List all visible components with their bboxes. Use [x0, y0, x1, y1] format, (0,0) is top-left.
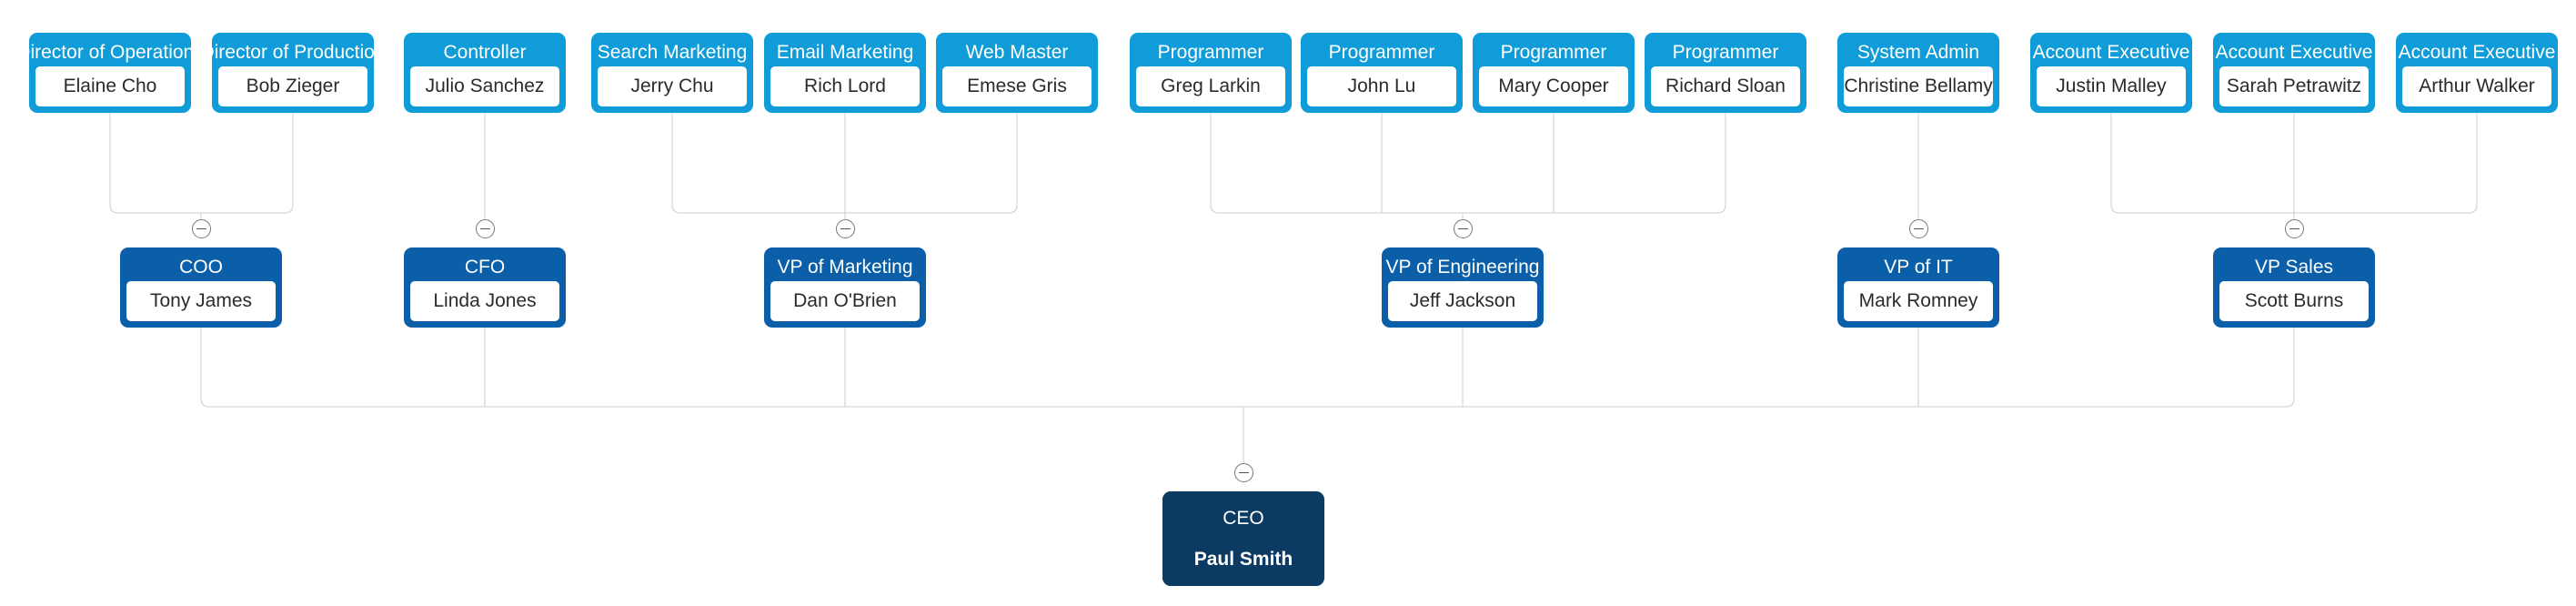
org-node-person: Tony James	[126, 281, 276, 321]
org-node-person: Greg Larkin	[1136, 66, 1285, 106]
connector-line	[109, 113, 119, 214]
connector-line	[1716, 113, 1726, 214]
connector-line	[2110, 113, 2120, 214]
org-node-title: Account Executive	[2215, 42, 2373, 64]
collapse-minus-icon-vp_mkt[interactable]	[835, 219, 855, 238]
org-node-title: Search Marketing	[597, 42, 748, 64]
org-node-vp_it[interactable]: VP of IT Mark Romney	[1837, 247, 1999, 328]
org-node-title: VP of Engineering	[1385, 257, 1540, 278]
org-node-title: Director of Production	[212, 42, 374, 64]
org-node-person: Jerry Chu	[598, 66, 747, 106]
org-node-person: Scott Burns	[2219, 281, 2369, 321]
org-node-title: VP of Marketing	[777, 257, 913, 278]
org-node-person: Christine Bellamy	[1844, 66, 1993, 106]
org-node-title: Controller	[443, 42, 527, 64]
org-node-title: Programmer	[1500, 42, 1607, 64]
connector-line	[671, 113, 681, 214]
collapse-minus-icon-vp_eng[interactable]	[1453, 219, 1473, 238]
org-node-title: Account Executive	[2398, 42, 2556, 64]
org-node-person: Emese Gris	[942, 66, 1092, 106]
org-node-person: Linda Jones	[410, 281, 559, 321]
org-node-cfo[interactable]: CFO Linda Jones	[404, 247, 566, 328]
org-node-ceo[interactable]: CEO Paul Smith	[1162, 491, 1324, 586]
connector-line	[2285, 328, 2295, 408]
org-node-person: Sarah Petrawitz	[2219, 66, 2369, 106]
org-node-title: CFO	[464, 257, 506, 278]
org-node-title: VP Sales	[2255, 257, 2333, 278]
connector-line	[1008, 113, 1018, 214]
org-node-person: Rich Lord	[770, 66, 920, 106]
org-node-title: CEO	[1223, 507, 1264, 529]
org-node-person: Arthur Walker	[2402, 66, 2551, 106]
org-node-title: Email Marketing	[776, 42, 914, 64]
org-node-title: COO	[179, 257, 223, 278]
org-node-person: Jeff Jackson	[1388, 281, 1537, 321]
org-node-person: Richard Sloan	[1651, 66, 1800, 106]
org-node-person: Dan O'Brien	[770, 281, 920, 321]
org-node-person: John Lu	[1307, 66, 1456, 106]
connector-line	[1210, 113, 1220, 214]
org-node-person: Bob Zieger	[218, 66, 367, 106]
org-node-title: Director of Operations	[29, 42, 191, 64]
org-node-dir_prod[interactable]: Director of ProductionBob Zieger	[212, 33, 374, 113]
org-node-title: Account Executive	[2032, 42, 2190, 64]
collapse-minus-icon-vp_sales[interactable]	[2284, 219, 2304, 238]
org-node-title: Programmer	[1672, 42, 1779, 64]
org-node-title: VP of IT	[1884, 257, 1953, 278]
org-node-person: Mary Cooper	[1479, 66, 1628, 106]
org-node-person: Elaine Cho	[35, 66, 185, 106]
org-node-coo[interactable]: COO Tony James	[120, 247, 282, 328]
org-node-person: Justin Malley	[2037, 66, 2186, 106]
collapse-minus-icon-cfo[interactable]	[475, 219, 495, 238]
collapse-minus-icon-coo[interactable]	[191, 219, 211, 238]
org-node-title: Web Master	[965, 42, 1069, 64]
connector-line	[2468, 113, 2478, 214]
org-node-title: System Admin	[1857, 42, 1980, 64]
org-node-dir_ops[interactable]: Director of OperationsElaine Cho	[29, 33, 191, 113]
collapse-minus-icon-ceo[interactable]	[1233, 463, 1253, 482]
org-node-person: Julio Sanchez	[410, 66, 559, 106]
org-node-title: Programmer	[1157, 42, 1264, 64]
org-node-person: Mark Romney	[1844, 281, 1993, 321]
org-node-title: Programmer	[1328, 42, 1435, 64]
connector-line	[200, 328, 210, 408]
connector-line	[284, 113, 294, 214]
org-node-person: Paul Smith	[1193, 549, 1293, 570]
collapse-minus-icon-vp_it[interactable]	[1908, 219, 1928, 238]
